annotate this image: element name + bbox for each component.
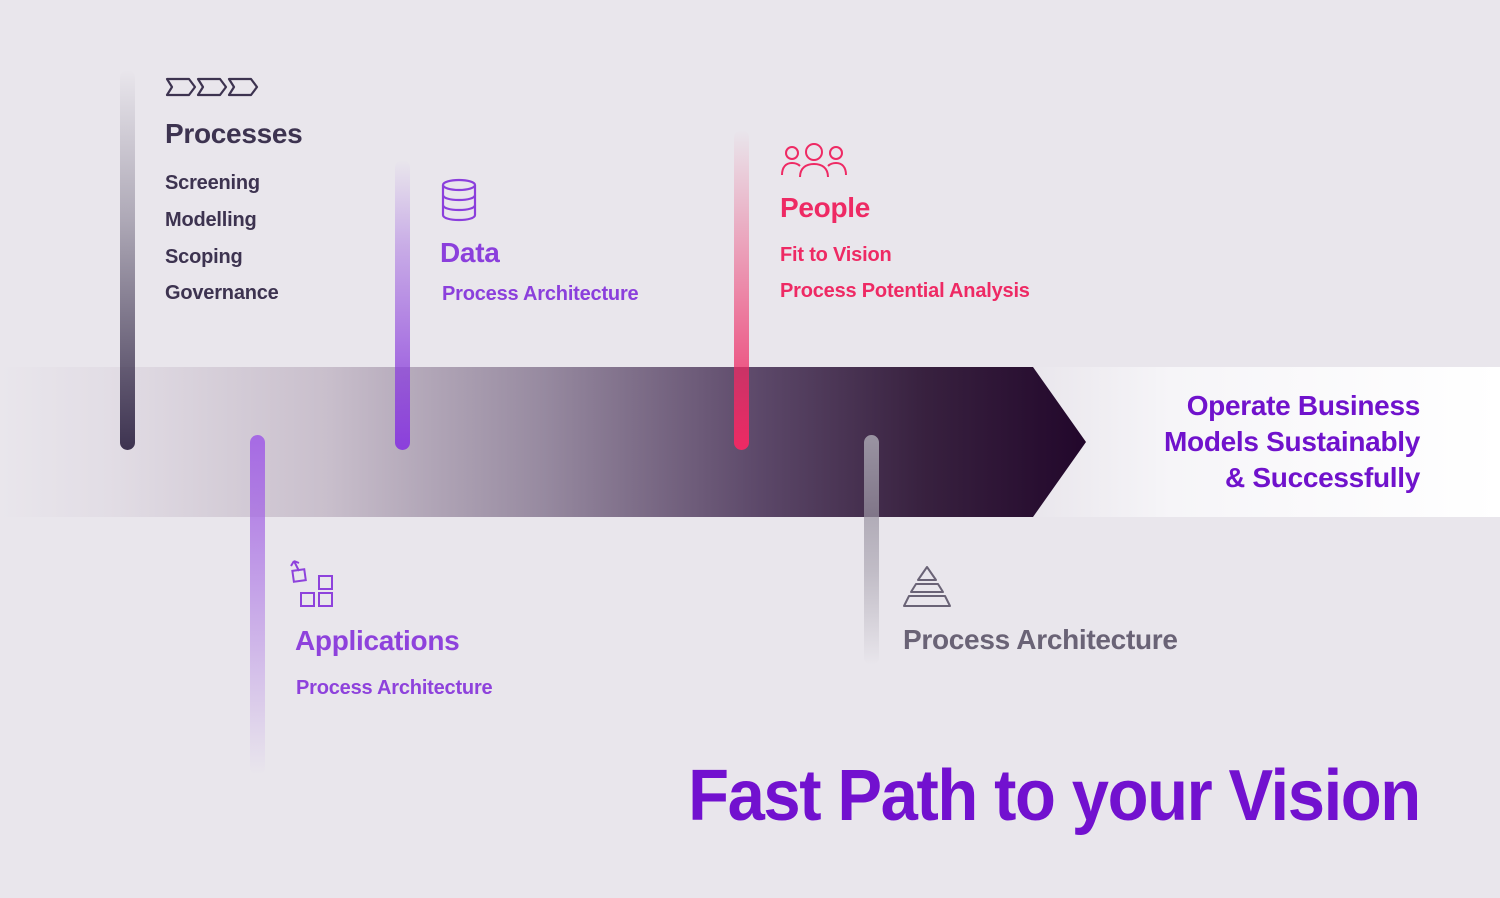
progress-arrow (0, 367, 1086, 517)
database-icon (441, 178, 477, 222)
data-stem (395, 160, 410, 450)
processes-stem (120, 70, 135, 450)
applications-stem (250, 435, 265, 775)
pillar-data: Data Process Architecture (440, 178, 639, 313)
pillar-item: Process Architecture (296, 677, 493, 699)
pillar-item: Process Potential Analysis (780, 280, 1030, 302)
pillar-title: Data (440, 237, 500, 268)
pillar-applications: Applications Process Architecture (290, 558, 493, 707)
pillar-people: People Fit to Vision Process Potential A… (780, 143, 1030, 310)
people-icon (781, 143, 847, 178)
applications-icon (290, 560, 333, 607)
outcome-line: Operate Business (1186, 390, 1421, 421)
pillar-processes: Processes Screening Modelling Scoping Go… (165, 75, 303, 312)
outcome-line: & Successfully (1225, 462, 1420, 493)
pyramid-icon (903, 566, 951, 607)
pillar-title: Applications (295, 625, 460, 656)
architecture-stem (864, 435, 879, 665)
outcome-line: Models Sustainably (1164, 426, 1420, 457)
outcome-text: Operate Business Models Sustainably & Su… (1164, 388, 1420, 496)
pillar-title: Process Architecture (903, 624, 1178, 655)
pillar-item: Modelling (165, 209, 257, 231)
pillar-item: Screening (165, 172, 260, 194)
chevrons-icon (165, 77, 259, 97)
headline: Fast Path to your Vision (688, 756, 1421, 836)
pillar-item: Scoping (165, 246, 243, 268)
people-stem (734, 130, 749, 450)
pillar-item: Process Architecture (442, 283, 639, 305)
pillar-item: Governance (165, 282, 279, 304)
outcome-band (1030, 367, 1500, 517)
pillar-item: Fit to Vision (780, 244, 892, 266)
pillar-title: Processes (165, 118, 303, 149)
pillar-architecture: Process Architecture (903, 565, 1178, 657)
pillar-title: People (780, 192, 871, 223)
